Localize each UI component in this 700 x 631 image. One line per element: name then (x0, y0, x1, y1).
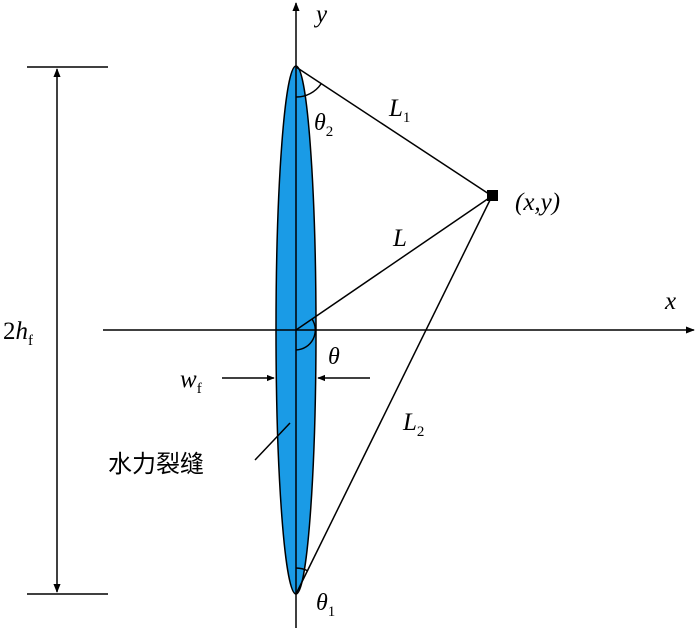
label-theta2: θ2 (314, 110, 333, 140)
fracture-label: 水力裂缝 (108, 450, 204, 478)
label-2hf: 2hf (3, 318, 33, 349)
line-L2 (295, 195, 493, 595)
label-L2: L2 (402, 409, 424, 440)
theta1-arc (295, 567, 309, 572)
label-theta: θ (328, 344, 340, 370)
point-label: (x,y) (515, 189, 560, 216)
label-theta1: θ1 (316, 590, 335, 620)
y-axis-label: y (313, 1, 328, 28)
theta-arc (295, 318, 317, 351)
line-L1 (295, 66, 493, 197)
fracture-label-leader (254, 422, 291, 461)
label-L: L (392, 225, 407, 252)
theta2-arc (295, 83, 322, 98)
label-wf: wf (180, 366, 202, 397)
observation-point (487, 190, 498, 201)
x-axis-label: x (664, 288, 676, 315)
line-L (295, 195, 493, 331)
label-L1: L1 (388, 95, 410, 126)
